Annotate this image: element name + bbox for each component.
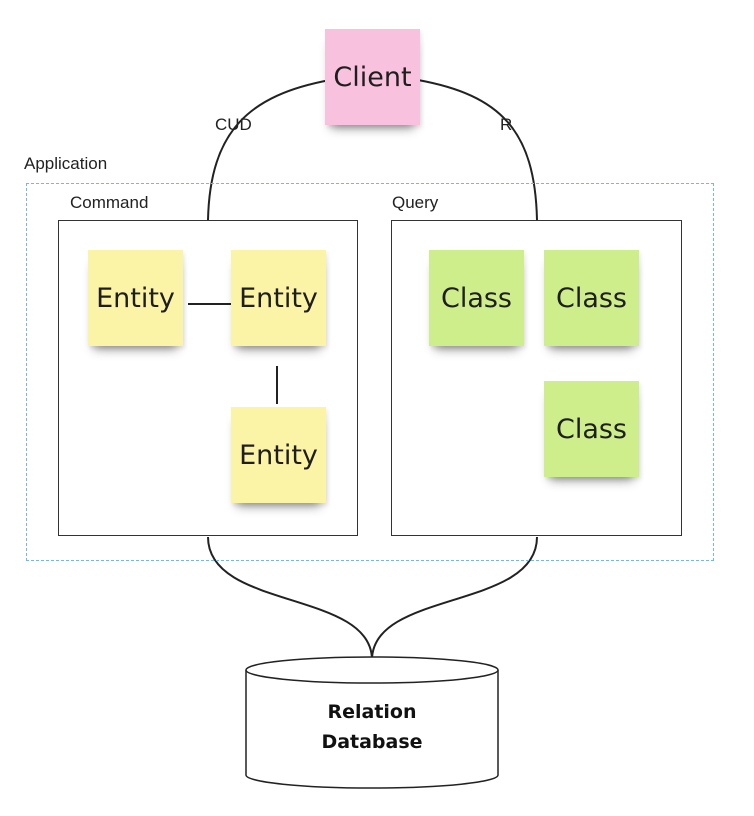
entity-label: Entity (239, 439, 318, 471)
class-label: Class (440, 282, 513, 314)
database-label-line2: Database (321, 731, 423, 753)
application-group (26, 183, 714, 561)
cud-connector (207, 79, 331, 221)
command-panel (58, 220, 358, 536)
query-label: Query (392, 193, 439, 212)
application-label: Application (24, 154, 108, 173)
entity-note[interactable]: Entity (231, 407, 326, 503)
database-label: Relation Database (242, 697, 502, 757)
class-note[interactable]: Class (429, 250, 524, 346)
database-label-line1: Relation (327, 701, 417, 723)
class-note[interactable]: Class (544, 250, 639, 346)
query-panel (391, 220, 682, 536)
client-label: Client (333, 61, 412, 93)
entity-note[interactable]: Entity (88, 250, 183, 346)
cud-label: CUD (215, 115, 252, 134)
entity-label: Entity (96, 282, 175, 314)
class-note[interactable]: Class (544, 381, 639, 477)
r-label: R (500, 115, 513, 134)
entity-note[interactable]: Entity (231, 250, 326, 346)
client-note[interactable]: Client (325, 29, 420, 125)
command-label: Command (70, 193, 149, 212)
r-connector (417, 79, 538, 221)
entity-label: Entity (239, 282, 318, 314)
class-label: Class (555, 282, 628, 314)
database-cylinder (245, 656, 499, 789)
class-label: Class (555, 413, 628, 445)
